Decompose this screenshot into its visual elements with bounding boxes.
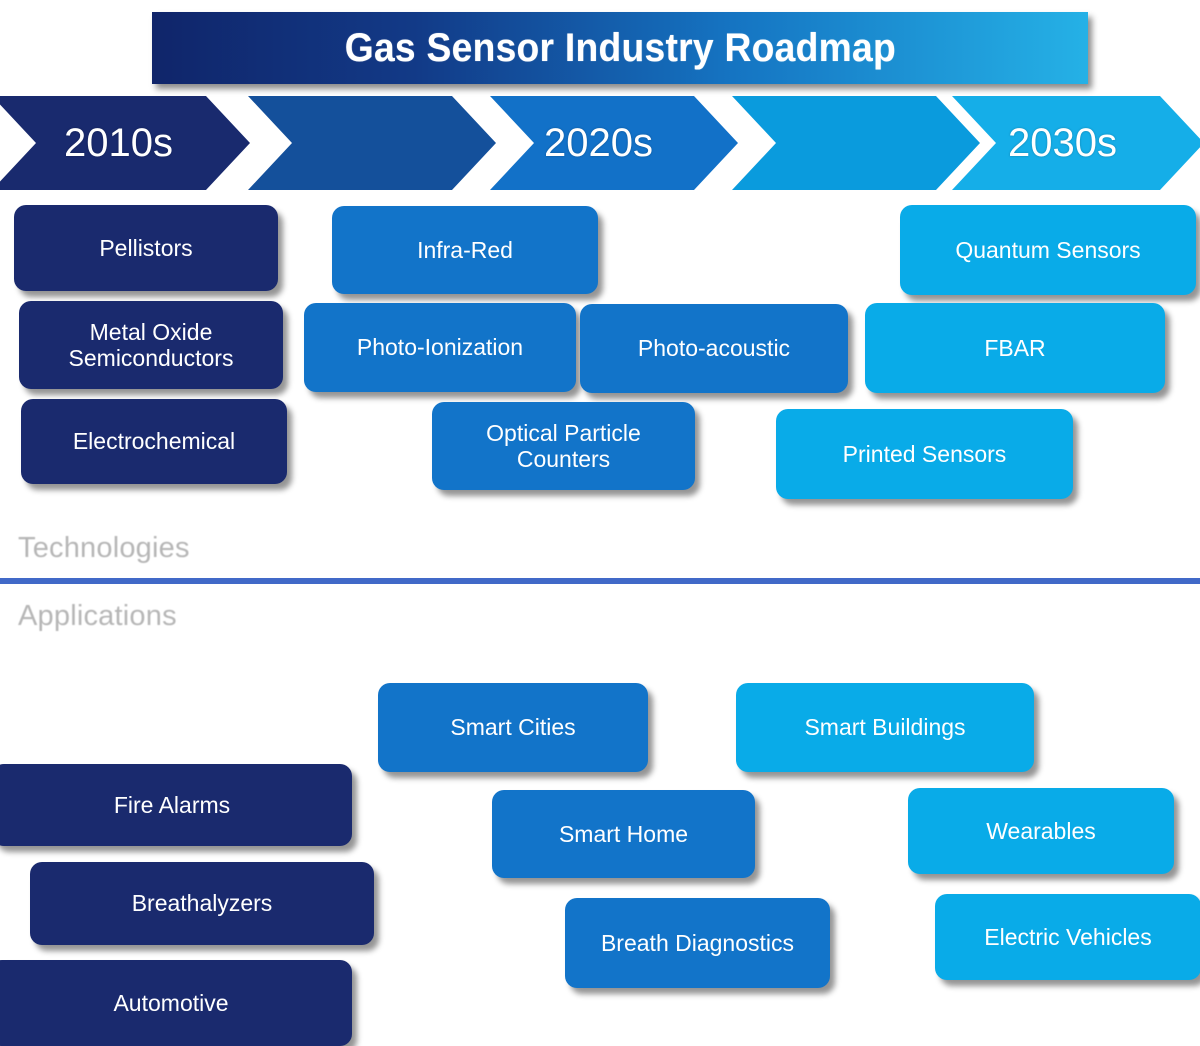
technology-node-metal-oxide-semiconductors[interactable]: Metal Oxide Semiconductors [19, 301, 283, 389]
application-node-smart-home[interactable]: Smart Home [492, 790, 755, 878]
section-divider [0, 578, 1200, 584]
timeline-segment-2020s[interactable]: 2020s [490, 96, 738, 190]
node-label: Metal Oxide Semiconductors [68, 318, 234, 371]
node-label: Photo-Ionization [356, 334, 524, 361]
node-label: Pellistors [99, 234, 193, 261]
application-node-smart-buildings[interactable]: Smart Buildings [736, 683, 1034, 772]
technology-node-optical-particle-counters[interactable]: Optical Particle Counters [432, 402, 695, 490]
node-label: Electrochemical [72, 428, 236, 455]
application-node-smart-cities[interactable]: Smart Cities [378, 683, 648, 772]
section-label-applications: Applications [18, 600, 177, 632]
node-label: Wearables [986, 817, 1096, 844]
technology-node-photo-acoustic[interactable]: Photo-acoustic [580, 304, 848, 393]
node-label: Smart Buildings [804, 714, 966, 741]
technology-node-printed-sensors[interactable]: Printed Sensors [776, 409, 1073, 499]
node-label: Smart Home [558, 820, 689, 847]
page-title: Gas Sensor Industry Roadmap [152, 12, 1088, 84]
node-label: Fire Alarms [113, 791, 231, 818]
timeline-band: 2010s 2020s 2030s [0, 96, 1200, 190]
application-node-fire-alarms[interactable]: Fire Alarms [0, 764, 352, 846]
application-node-automotive[interactable]: Automotive [0, 960, 352, 1046]
node-label: Breath Diagnostics [600, 929, 795, 956]
timeline-label-2030s: 2030s [1008, 120, 1117, 165]
node-label: Quantum Sensors [955, 236, 1141, 263]
node-label: Smart Cities [450, 714, 576, 741]
node-label: Automotive [113, 989, 229, 1016]
technology-node-quantum-sensors[interactable]: Quantum Sensors [900, 205, 1196, 295]
application-node-breath-diagnostics[interactable]: Breath Diagnostics [565, 898, 830, 988]
timeline-segment-2[interactable] [248, 96, 496, 190]
technology-node-infra-red[interactable]: Infra-Red [332, 206, 598, 294]
section-label-technologies: Technologies [18, 532, 190, 564]
timeline-label-2010s: 2010s [64, 120, 173, 165]
technology-node-pellistors[interactable]: Pellistors [14, 205, 278, 291]
timeline-segment-2010s[interactable]: 2010s [0, 96, 250, 190]
node-label: Electric Vehicles [984, 923, 1152, 950]
node-label: FBAR [984, 334, 1046, 361]
technology-node-electrochemical[interactable]: Electrochemical [21, 399, 287, 484]
node-label: Optical Particle Counters [486, 419, 641, 472]
node-label: Printed Sensors [842, 440, 1007, 467]
application-node-electric-vehicles[interactable]: Electric Vehicles [935, 894, 1200, 980]
node-label: Photo-acoustic [637, 335, 791, 362]
node-label: Infra-Red [417, 236, 513, 263]
application-node-breathalyzers[interactable]: Breathalyzers [30, 862, 374, 945]
node-label: Breathalyzers [131, 890, 273, 917]
timeline-segment-2030s[interactable]: 2030s [952, 96, 1200, 190]
technology-node-fbar[interactable]: FBAR [865, 303, 1165, 393]
timeline-label-2020s: 2020s [544, 120, 653, 165]
application-node-wearables[interactable]: Wearables [908, 788, 1174, 874]
timeline-segment-4[interactable] [732, 96, 980, 190]
page-title-text: Gas Sensor Industry Roadmap [344, 25, 896, 70]
technology-node-photo-ionization[interactable]: Photo-Ionization [304, 303, 576, 392]
